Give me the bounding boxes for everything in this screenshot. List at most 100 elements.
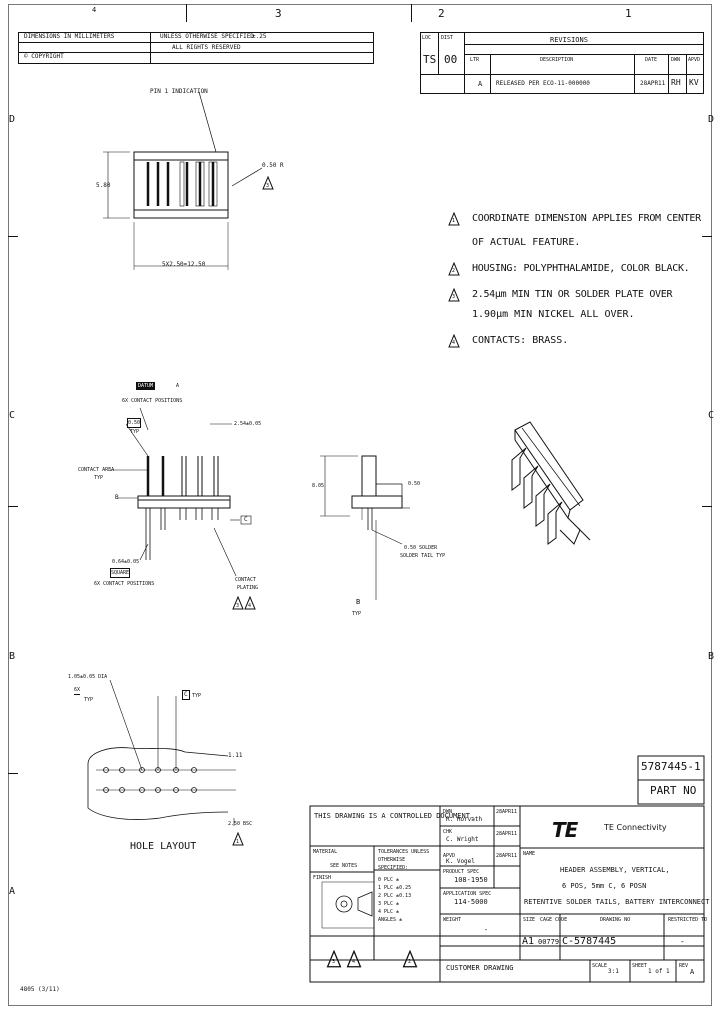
front-note-ref-3: 3 <box>236 603 240 609</box>
app-spec-value: 114-5000 <box>454 898 488 906</box>
part-number: 5787445-1 <box>641 760 701 773</box>
side-view <box>320 455 410 600</box>
pin1-label: PIN 1 INDICATION <box>150 88 208 95</box>
hole-note-ref: 1 <box>236 839 240 845</box>
rev-row-dwn: RH <box>671 78 681 87</box>
scale-label: SCALE <box>592 963 608 969</box>
mfg-value: 108-1950 <box>454 876 488 884</box>
chk-name: C. Wright <box>446 836 479 843</box>
spec-header <box>18 32 374 64</box>
zone-right-d: D <box>708 114 715 125</box>
front-plating-2: PLATING <box>237 585 259 591</box>
front-right-mark: C <box>244 516 248 523</box>
zone-top-3: 3 <box>275 7 282 20</box>
triangle-note-icon <box>346 950 362 968</box>
drawing-border <box>8 4 712 1006</box>
header-copyright: © COPYRIGHT <box>24 53 64 60</box>
header-tol: ±.25 <box>252 33 267 40</box>
rev-col-ltr: LTR <box>470 57 480 63</box>
rev-col-apvd: APVD <box>688 57 701 63</box>
zone-right-b: B <box>708 651 715 662</box>
hole-datum: C <box>182 690 190 700</box>
isometric-view <box>511 421 591 545</box>
top-height-dim: 5.80 <box>96 182 111 189</box>
dwg-label: DRAWING NO <box>600 917 631 923</box>
rev-row-ltr: A <box>478 80 483 88</box>
zone-right-c: C <box>708 410 715 421</box>
dwn-date: 28APR11 <box>496 809 518 815</box>
top-view <box>103 91 263 270</box>
front-contacts-label: 6X CONTACT POSITIONS <box>122 398 183 404</box>
zone-tick <box>8 506 18 507</box>
triangle-note-icon <box>448 334 460 348</box>
app-spec-label: APPLICATION SPEC <box>443 891 492 897</box>
note-1-line-2: OF ACTUAL FEATURE. <box>472 237 581 248</box>
front-tag: DATUM <box>136 382 156 390</box>
header-units: DIMENSIONS IN MILLIMETERS <box>24 33 115 40</box>
tolerance-label: TOLERANCES UNLESS OTHERWISE SPECIFIED: <box>378 849 430 871</box>
note-1-line-1: COORDINATE DIMENSION APPLIES FROM CENTER <box>472 213 701 224</box>
header-unless: UNLESS OTHERWISE SPECIFIED <box>160 33 254 40</box>
rest-label: RESTRICTED TO <box>668 917 708 923</box>
weight-value: - <box>484 926 489 934</box>
note-4-line-1: CONTACTS: BRASS. <box>472 335 569 346</box>
zone-left-b: B <box>9 651 16 662</box>
mfg-label: PRODUCT SPEC <box>443 869 480 875</box>
rest-value: - <box>680 937 685 946</box>
tol-line-1: 1 PLC ±0.25 <box>378 885 412 891</box>
tol-line-2: 2 PLC ±0.13 <box>378 893 412 899</box>
title-line-3: RETENTIVE SOLDER TAILS, BATTERY INTERCON… <box>524 898 710 906</box>
front-view <box>110 407 252 577</box>
rev-row-date: 28APR11 <box>640 80 666 87</box>
appvd-label: APVD <box>443 853 456 859</box>
side-datum: B <box>356 598 361 606</box>
rev-row-desc: RELEASED PER ECO-11-000000 <box>496 80 590 87</box>
side-solder-2: SOLDER TAIL TYP <box>400 553 446 559</box>
sheet-value: 1 of 1 <box>648 968 670 975</box>
scale-value: 3:1 <box>608 968 619 975</box>
rev-col-dwn: DWN <box>671 57 681 63</box>
rev-col-desc: DESCRIPTION <box>540 57 574 63</box>
header-rights: ALL RIGHTS RESERVED <box>172 44 241 51</box>
controlled-document: THIS DRAWING IS A CONTROLLED DOCUMENT. <box>314 812 475 820</box>
material-label: MATERIAL <box>313 849 338 855</box>
finish-value: SEE NOTES <box>330 863 358 869</box>
triangle-note-icon <box>448 262 460 276</box>
dwn-label: DWN <box>443 809 453 815</box>
appvd-date: 28APR11 <box>496 853 518 859</box>
notes-block: 1 COORDINATE DIMENSION APPLIES FROM CENT… <box>448 212 701 352</box>
triangle-note-icon <box>262 176 274 190</box>
zone-tick <box>8 773 18 774</box>
hole-layout <box>87 679 236 826</box>
front-note-ref-4: 4 <box>248 603 252 609</box>
hole-qty: 6X <box>74 687 81 695</box>
hole-dim: 1.05±0.05 DIA <box>68 674 108 680</box>
side-datum-typ: TYP <box>352 611 362 617</box>
title-line-2: 6 POS, 5mm C, 6 POSN <box>562 882 647 890</box>
top-circle-dim: 0.50 R <box>262 162 284 169</box>
zone-left-d: D <box>9 114 16 125</box>
front-bottom-square: SQUARE <box>110 568 131 578</box>
drawing-number: C-5787445 <box>562 936 617 947</box>
revisions-table <box>420 32 704 94</box>
triangle-note-icon <box>232 596 244 610</box>
rev-loc-value: TS <box>423 53 437 66</box>
zone-top-1: 1 <box>625 7 632 20</box>
tb-note-ref-4: 4 <box>352 959 356 965</box>
note-3-num: 3 <box>452 294 456 300</box>
customer-drawing: CUSTOMER DRAWING <box>446 964 514 972</box>
zone-left-c: C <box>9 410 16 421</box>
zone-left-a: A <box>9 886 16 897</box>
tol-line-4: 4 PLC ± <box>378 909 400 915</box>
te-logo: TE <box>552 818 578 842</box>
zone-tick <box>8 236 18 237</box>
note-4-num: 4 <box>452 340 456 346</box>
triangle-note-icon <box>232 832 244 846</box>
zone-tick <box>411 4 412 22</box>
front-plating-1: CONTACT <box>235 577 257 583</box>
rev-col-date: DATE <box>645 57 658 63</box>
rev-value: A <box>690 968 695 976</box>
dwn-name: R. Horvath <box>446 816 483 823</box>
zone-tick <box>186 4 187 22</box>
side-height-dim: 8.05 <box>312 483 325 489</box>
